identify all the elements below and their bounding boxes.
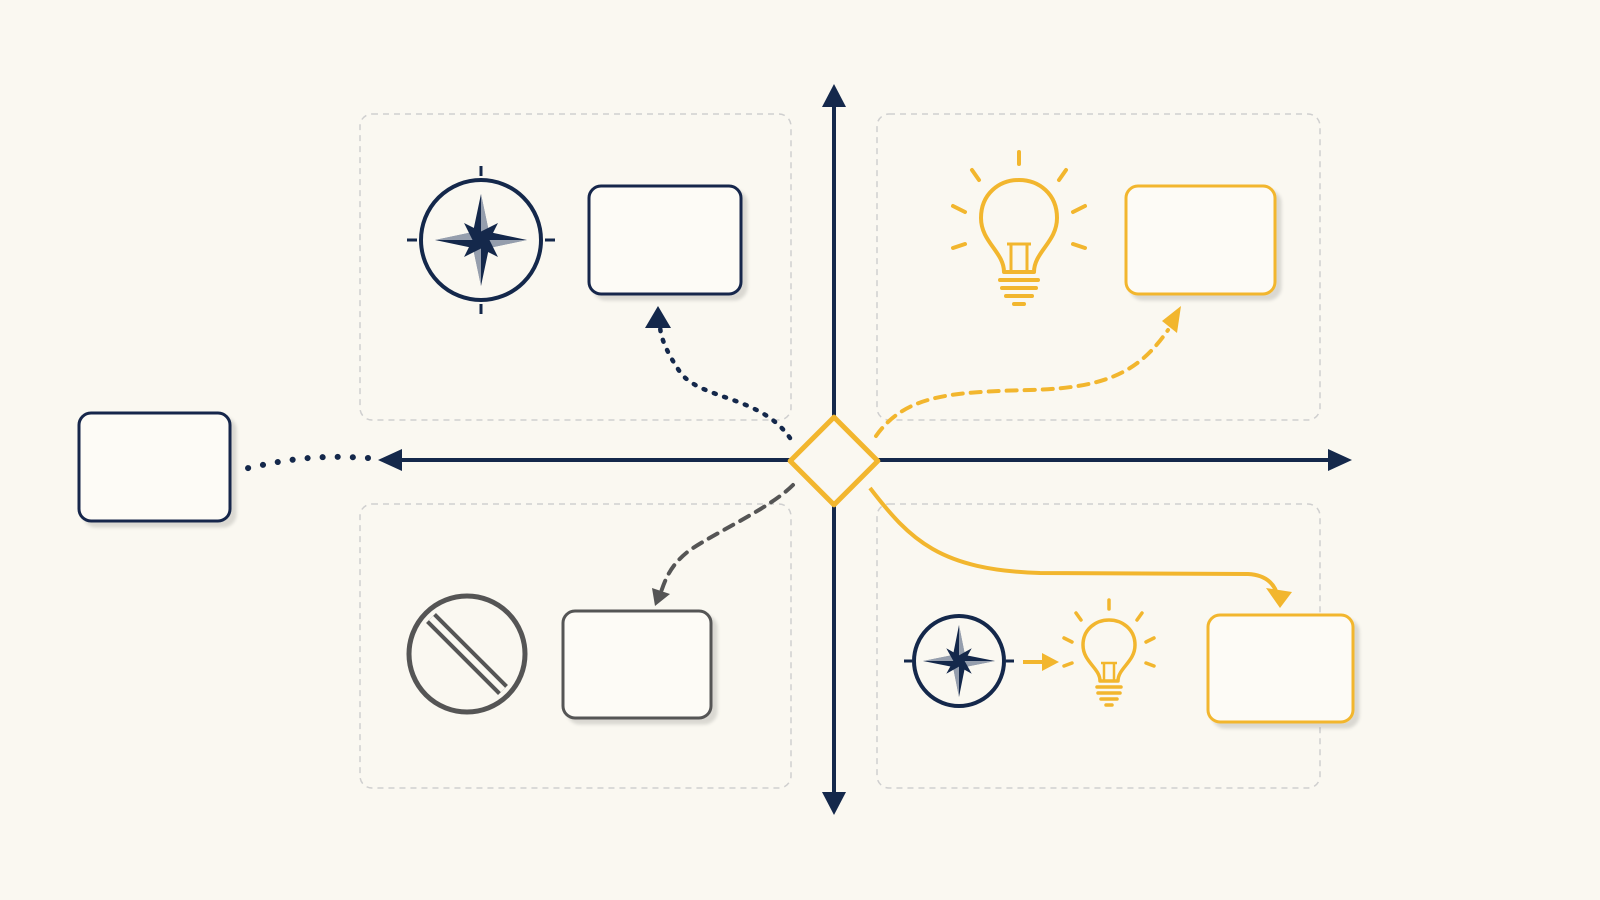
lightbulb-icon (1062, 598, 1156, 707)
quadrant-bottom-right (876, 503, 1321, 789)
quadrant-top-right (876, 113, 1321, 421)
quadrant-bottom-left (359, 503, 792, 789)
arrowhead-top-right (1162, 306, 1181, 333)
connector-top-left (657, 322, 793, 441)
connector-left (237, 453, 371, 473)
center-decision-diamond (787, 414, 881, 508)
card-bottom-right (1206, 613, 1355, 724)
arrowhead-top-left (645, 306, 671, 328)
arrow-right-icon (1023, 653, 1059, 671)
lightbulb-icon (951, 150, 1087, 306)
connector-bottom-left (658, 483, 795, 597)
card-bottom-left (561, 609, 713, 720)
connector-bottom-right (868, 486, 1280, 599)
card-top-right (1124, 184, 1277, 296)
prohibited-icon (406, 593, 528, 715)
compass-icon (407, 166, 555, 314)
card-top-left (587, 184, 743, 296)
arrowhead-bottom-right (1266, 588, 1292, 608)
quadrant-top-left (359, 113, 792, 421)
connector-top-right (874, 328, 1170, 438)
outside-left-card (77, 411, 232, 523)
arrowhead-bottom-left (652, 588, 670, 606)
compass-icon (904, 614, 1014, 708)
